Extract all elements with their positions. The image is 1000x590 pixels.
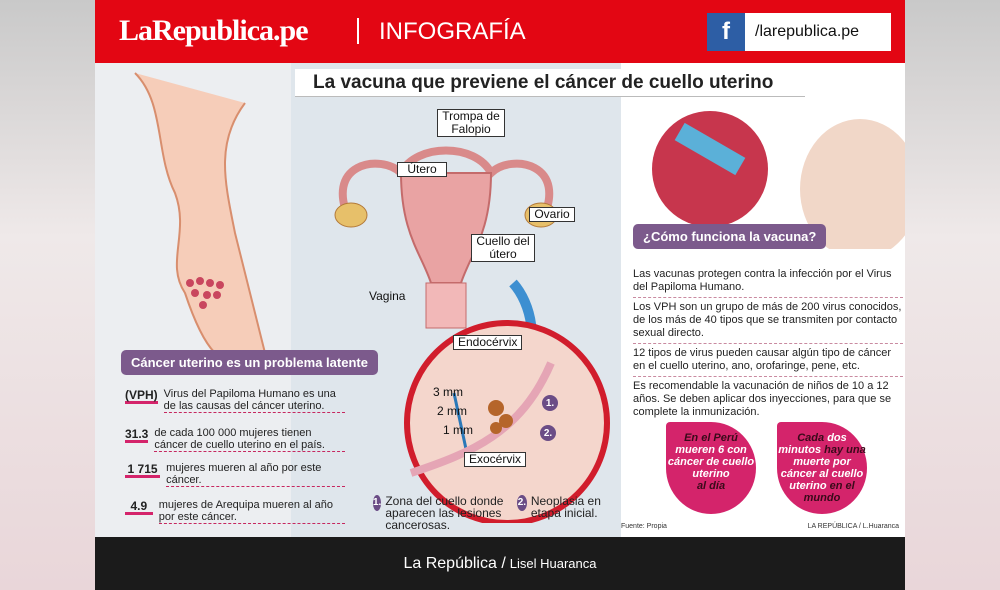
page-title: La vacuna que previene el cáncer de cuel… bbox=[295, 69, 805, 97]
fact-text: al día bbox=[696, 480, 726, 492]
stat-text: de cada 100 000 mujeres tienen cáncer de… bbox=[154, 427, 345, 452]
marker-2: 2. bbox=[540, 425, 556, 441]
background-right bbox=[905, 0, 1000, 590]
left-heading: Cáncer uterino es un problema latente bbox=[121, 350, 378, 375]
uterus-illustration bbox=[334, 146, 610, 523]
facebook-handle: /larepublica.pe bbox=[755, 23, 860, 40]
facebook-icon: f bbox=[707, 13, 745, 51]
background-left bbox=[0, 0, 95, 590]
stat-text: mujeres de Arequipa mueren al año por es… bbox=[158, 499, 345, 524]
legend-item-2: 2.Neoplasia en etapa inicial. bbox=[517, 495, 617, 519]
fact-text: dos minutos bbox=[778, 432, 847, 456]
footer-author: Lisel Huaranca bbox=[509, 556, 597, 571]
fact-text: muerte por cáncer al cuello uterino bbox=[780, 456, 864, 492]
stat-value: 1 715 bbox=[125, 462, 161, 478]
stat-value: 4.9 bbox=[125, 499, 153, 515]
logo[interactable]: LaRepublica.pe bbox=[119, 14, 309, 47]
fact-text: en el mundo bbox=[803, 480, 855, 504]
label-endocervix: Endocérvix bbox=[453, 335, 523, 350]
fact-text: mueren 6 con cáncer de cuello uterino bbox=[667, 444, 755, 480]
label-exocervix: Exocérvix bbox=[464, 452, 527, 467]
fact-text: hay bbox=[824, 444, 844, 456]
content: La vacuna que previene el cáncer de cuel… bbox=[95, 63, 905, 537]
label-trompa: Trompa de Falopio bbox=[437, 109, 505, 137]
fact-drop-peru: En el Perú mueren 6 con cáncer de cuello… bbox=[666, 422, 756, 514]
stat-value: 31.3 bbox=[125, 427, 149, 443]
vaccination-photo bbox=[652, 111, 905, 249]
marker-1: 1. bbox=[542, 395, 558, 411]
label-cuello: Cuello del útero bbox=[471, 234, 535, 262]
source: Fuente: Propia bbox=[621, 523, 667, 530]
footer-brand: La República / bbox=[403, 554, 506, 572]
stat-deaths: 1 715 mujeres mueren al año por este cánc… bbox=[125, 462, 345, 487]
stat-vph: (VPH) Virus del Papiloma Humano es una de… bbox=[125, 388, 345, 413]
fact-text: En el Perú bbox=[684, 432, 738, 444]
label-ovario: Ovario bbox=[529, 207, 575, 222]
stat-arequipa: 4.9 mujeres de Arequipa mueren al año por… bbox=[125, 499, 345, 524]
divider bbox=[357, 18, 359, 44]
legend-item-1: 1.Zona del cuello donde aparecen las les… bbox=[373, 495, 513, 531]
paragraph: Las vacunas protegen contra la infección… bbox=[633, 265, 903, 298]
facebook-link[interactable]: f /larepublica.pe bbox=[707, 13, 891, 51]
paragraph: Los VPH son un grupo de más de 200 virus… bbox=[633, 298, 903, 344]
right-heading: ¿Cómo funciona la vacuna? bbox=[633, 224, 827, 249]
credit: LA REPÚBLICA / L.Huaranca bbox=[807, 523, 899, 530]
fact-text: una bbox=[846, 444, 866, 456]
fact-text: Cada bbox=[797, 432, 825, 444]
label-2mm: 2 mm bbox=[437, 404, 467, 418]
footer: La República / Lisel Huaranca bbox=[95, 537, 905, 590]
label-3mm: 3 mm bbox=[433, 385, 463, 399]
fact-drop-world: Cada dos minutos hay una muerte por cánc… bbox=[777, 422, 867, 514]
legend-text: Neoplasia en etapa inicial. bbox=[530, 494, 601, 520]
section-title: INFOGRAFÍA bbox=[379, 18, 526, 45]
label-utero: Útero bbox=[397, 162, 447, 177]
paragraph: Es recomendable la vacunación de niños d… bbox=[633, 380, 892, 418]
paragraph: 12 tipos de virus pueden causar algún ti… bbox=[633, 344, 903, 377]
label-vagina: Vagina bbox=[369, 289, 406, 303]
stat-incidence: 31.3 de cada 100 000 mujeres tienen cánce… bbox=[125, 427, 345, 452]
female-silhouette-illustration bbox=[134, 72, 267, 353]
stat-text: mujeres mueren al año por este cáncer. bbox=[166, 462, 345, 487]
label-1mm: 1 mm bbox=[443, 423, 473, 437]
stat-text: Virus del Papiloma Humano es una de las … bbox=[163, 388, 345, 413]
vaccine-paragraphs: Las vacunas protegen contra la infección… bbox=[633, 265, 903, 422]
legend-text: Zona del cuello donde aparecen las lesio… bbox=[385, 494, 504, 532]
header: LaRepublica.pe INFOGRAFÍA f /larepublica… bbox=[95, 0, 905, 63]
stat-value: (VPH) bbox=[125, 388, 158, 404]
legend-number: 1. bbox=[373, 495, 382, 511]
infographic: LaRepublica.pe INFOGRAFÍA f /larepublica… bbox=[95, 0, 905, 590]
legend-number: 2. bbox=[517, 495, 527, 511]
